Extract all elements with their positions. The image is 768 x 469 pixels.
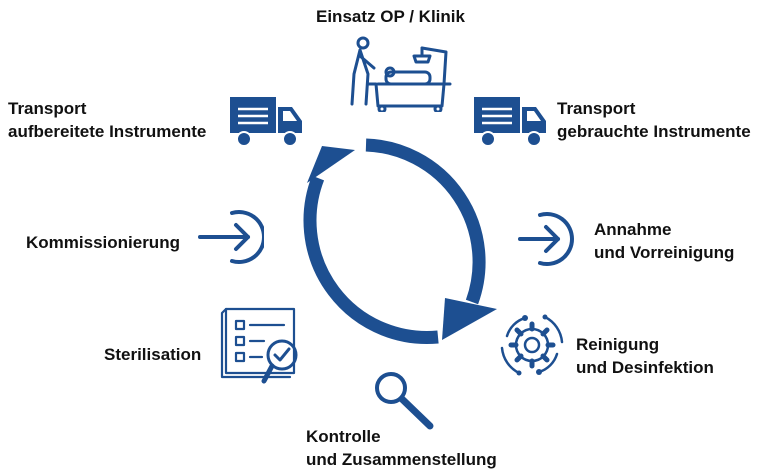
label-einsatz-line1: Einsatz OP / Klinik [316,7,465,26]
label-reinigung-line2: und Desinfektion [576,358,714,377]
label-kommissionierung-line1: Kommissionierung [26,233,180,252]
hospital-bed-icon [350,36,452,112]
label-reinigung: Reinigung und Desinfektion [576,333,714,379]
label-kommissionierung: Kommissionierung [26,231,180,254]
label-reinigung-line1: Reinigung [576,335,660,354]
label-einsatz: Einsatz OP / Klinik [316,5,465,28]
label-annahme-line2: und Vorreinigung [594,243,735,262]
label-kontrolle-line2: und Zusammenstellung [306,450,497,469]
cycle-arc-right [365,138,486,305]
checklist-icon [220,307,298,384]
cycle-arc-left [303,175,439,344]
label-transport-aufbereitet-line1: Transport [8,99,87,118]
cycle-arrowhead-left [307,146,355,183]
label-annahme: Annahme und Vorreinigung [594,218,734,264]
magnifier-icon [375,372,434,430]
label-transport-aufbereitet-line2: aufbereitete Instrumente [8,122,207,141]
arrow-circle-right-icon [518,212,574,266]
truck-icon [474,97,546,147]
label-transport-aufbereitet: Transport aufbereitete Instrumente [8,97,206,143]
label-transport-gebraucht-line2: gebrauchte Instrumente [557,122,751,141]
arrow-circle-right-icon [198,210,264,264]
label-transport-gebraucht-line1: Transport [557,99,636,118]
cycle-arrowhead-right [442,298,497,340]
truck-icon [230,97,302,147]
label-kontrolle: Kontrolle und Zusammenstellung [306,425,497,469]
label-annahme-line1: Annahme [594,220,672,239]
label-sterilisation-line1: Sterilisation [104,345,202,364]
label-kontrolle-line1: Kontrolle [306,427,381,446]
label-sterilisation: Sterilisation [104,343,201,366]
gear-icon [500,314,564,376]
label-transport-gebraucht: Transport gebrauchte Instrumente [557,97,751,143]
